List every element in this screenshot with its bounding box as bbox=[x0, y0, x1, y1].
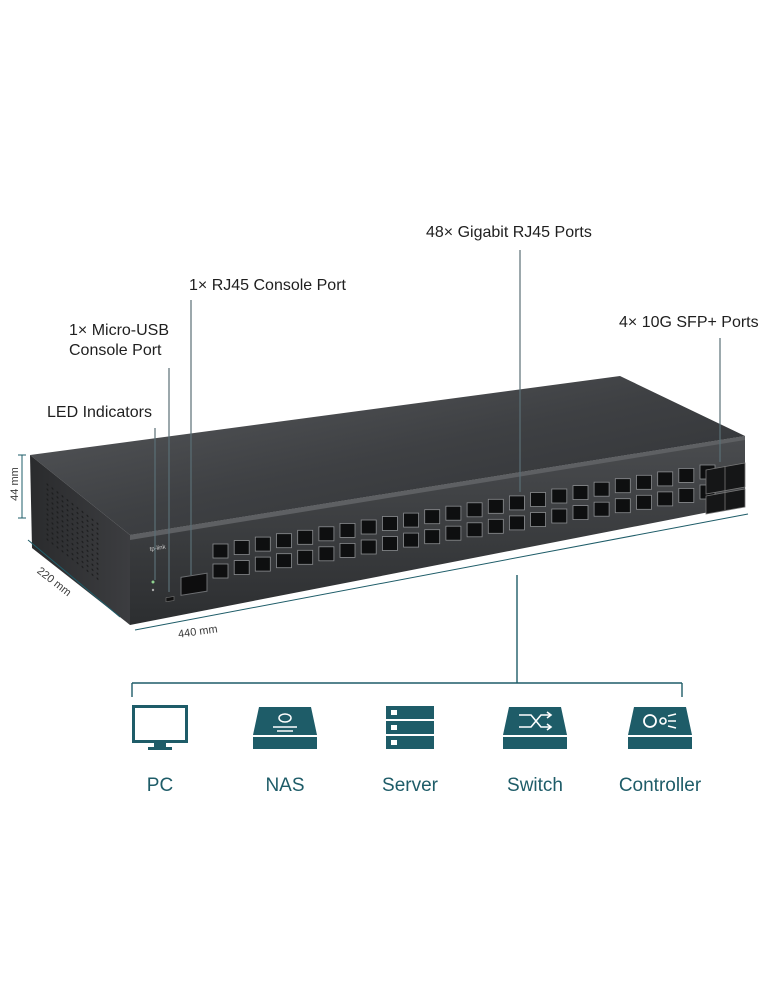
nas-icon bbox=[253, 707, 317, 749]
rj45-port bbox=[636, 474, 652, 490]
controller-icon bbox=[628, 707, 692, 749]
rj45-port bbox=[572, 505, 589, 521]
rj45-port bbox=[678, 467, 695, 483]
callout-sfp-ports: 4× 10G SFP+ Ports bbox=[619, 314, 759, 331]
rj45-port bbox=[593, 481, 610, 497]
rj45-port bbox=[551, 488, 568, 504]
device-controller: Controller bbox=[605, 705, 715, 797]
rj45-port bbox=[233, 540, 250, 555]
switch-icon bbox=[503, 707, 567, 749]
rj45-port bbox=[360, 539, 377, 555]
rj45-port bbox=[657, 471, 674, 487]
rj45-port bbox=[508, 515, 525, 531]
callout-usb-line1: 1× Micro-USB bbox=[69, 322, 170, 339]
rj45-port bbox=[424, 509, 441, 525]
rj45-port bbox=[381, 516, 398, 531]
callout-usb-line2: Console Port bbox=[69, 342, 162, 359]
rj45-port bbox=[678, 487, 695, 503]
rj45-port bbox=[297, 529, 314, 545]
rj45-port bbox=[254, 556, 271, 572]
device-pc: PC bbox=[105, 705, 215, 797]
rj45-port bbox=[445, 505, 462, 521]
rj45-port bbox=[572, 485, 589, 501]
callout-micro-usb-console: 1× Micro-USB Console Port bbox=[69, 321, 169, 361]
rj45-port bbox=[339, 523, 356, 538]
rj45-port bbox=[212, 563, 229, 579]
rj45-port bbox=[381, 536, 398, 551]
rj45-port bbox=[276, 553, 292, 569]
rj45-port bbox=[487, 518, 504, 534]
rj45-port bbox=[466, 502, 483, 518]
device-label: Server bbox=[382, 775, 438, 796]
dimension-height: 44 mm bbox=[8, 467, 21, 501]
rj45-port bbox=[487, 498, 504, 514]
rj45-port bbox=[403, 532, 420, 548]
device-label: Switch bbox=[507, 775, 563, 796]
dimension-lines bbox=[18, 454, 749, 631]
connection-tree bbox=[131, 575, 683, 697]
chassis-top bbox=[30, 376, 745, 535]
callout-rj45-console-port: 1× RJ45 Console Port bbox=[189, 277, 346, 294]
rj45-port bbox=[614, 498, 631, 514]
device-switch: Switch bbox=[480, 705, 590, 797]
brand-logo: tp-link bbox=[149, 544, 167, 553]
rj45-port bbox=[508, 495, 525, 511]
rj45-port bbox=[466, 522, 483, 538]
rj45-port bbox=[360, 519, 377, 535]
device-nas: NAS bbox=[230, 705, 340, 797]
led-indicator bbox=[151, 580, 155, 584]
rj45-port bbox=[593, 501, 610, 517]
rj45-port bbox=[530, 512, 546, 527]
rj45-port bbox=[233, 560, 250, 575]
micro-usb-port bbox=[165, 596, 175, 603]
device-label: Controller bbox=[618, 775, 702, 796]
rj45-port bbox=[212, 543, 229, 559]
callout-led-indicators: LED Indicators bbox=[47, 404, 152, 421]
rj45-port bbox=[297, 549, 314, 565]
rj45-port bbox=[318, 526, 335, 542]
rj45-port bbox=[254, 536, 271, 552]
server-icon bbox=[386, 706, 434, 749]
side-vents bbox=[45, 480, 100, 584]
rj45-port bbox=[551, 508, 568, 524]
rj45-port bbox=[530, 492, 546, 507]
rj45-port bbox=[339, 543, 356, 558]
rj45-port bbox=[276, 533, 292, 549]
rj45-port bbox=[614, 478, 631, 494]
console-rj45-port bbox=[180, 572, 208, 596]
device-label: PC bbox=[146, 775, 174, 796]
rj45-port bbox=[636, 494, 652, 510]
sfp-port-block bbox=[705, 462, 746, 515]
callout-gigabit-ports: 48× Gigabit RJ45 Ports bbox=[426, 224, 592, 241]
rj45-port bbox=[403, 512, 420, 528]
rj45-port bbox=[445, 525, 462, 541]
rj45-port bbox=[318, 546, 335, 562]
device-server: Server bbox=[355, 705, 465, 797]
device-label: NAS bbox=[265, 775, 305, 796]
monitor-icon bbox=[132, 705, 188, 750]
rj45-port bbox=[424, 529, 441, 545]
rj45-port bbox=[657, 491, 674, 507]
